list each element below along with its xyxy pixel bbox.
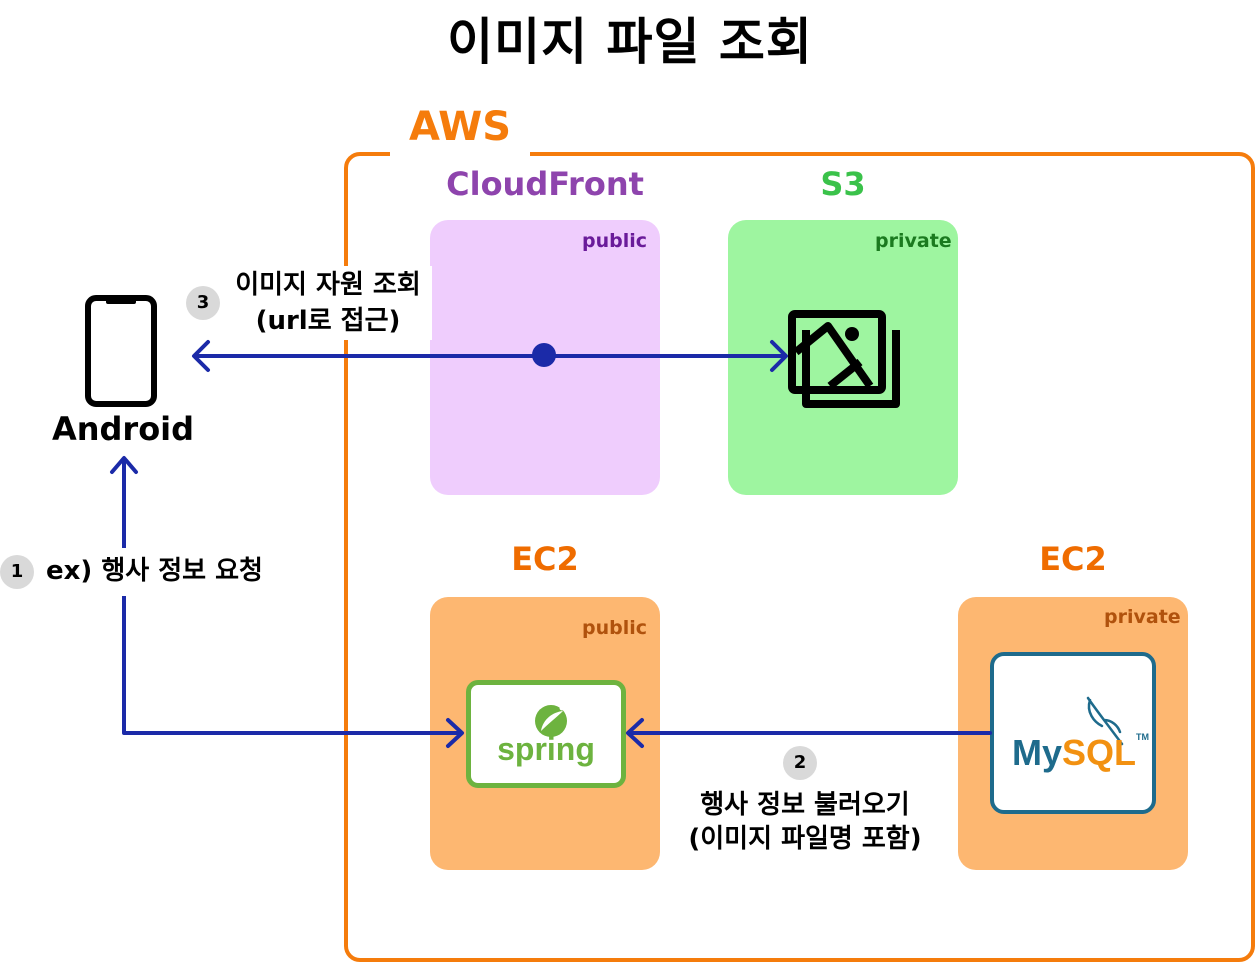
ec2-db-label: EC2 bbox=[1039, 540, 1107, 578]
smartphone-icon bbox=[85, 295, 157, 407]
step3-line1: 이미지 자원 조회 bbox=[235, 270, 421, 300]
image-stack-icon bbox=[788, 310, 900, 408]
cloudfront-node bbox=[532, 343, 556, 367]
spring-logo: spring bbox=[466, 680, 626, 788]
step2-line1: 행사 정보 불러오기 bbox=[700, 790, 910, 820]
arrow-image-fetch bbox=[192, 340, 788, 372]
step3-note-background bbox=[224, 266, 432, 340]
step3-badge: 3 bbox=[186, 286, 220, 320]
spring-leaf-icon bbox=[535, 705, 567, 737]
step1-text: ex) 행사 정보 요청 bbox=[46, 556, 263, 586]
step3-line2: (url로 접근) bbox=[255, 306, 401, 336]
step2-line2: (이미지 파일명 포함) bbox=[688, 824, 922, 854]
aws-boundary bbox=[344, 152, 1255, 962]
cloudfront-visibility-tag: public bbox=[582, 230, 648, 252]
step2-badge: 2 bbox=[783, 746, 817, 780]
step1-badge: 1 bbox=[0, 555, 34, 589]
arrow-request-path bbox=[110, 456, 464, 748]
ec2-app-label: EC2 bbox=[511, 540, 579, 578]
page-title: 이미지 파일 조회 bbox=[447, 13, 813, 71]
ec2-db-visibility-tag: private bbox=[1104, 606, 1181, 628]
aws-label-background bbox=[390, 100, 530, 160]
arrow-db-to-app bbox=[626, 718, 992, 748]
ec2-app-visibility-tag: public bbox=[582, 617, 648, 639]
step1-note-background bbox=[40, 548, 310, 596]
cloudfront-label: CloudFront bbox=[446, 165, 644, 203]
s3-visibility-tag: private bbox=[875, 230, 952, 252]
mysql-trademark: TM bbox=[1136, 732, 1150, 742]
mysql-logo-text-my: My bbox=[1012, 732, 1063, 773]
android-label: Android bbox=[51, 410, 195, 448]
mysql-dolphin-icon bbox=[1086, 696, 1124, 746]
aws-label: AWS bbox=[408, 104, 512, 150]
spring-logo-text: spring bbox=[497, 731, 595, 767]
mysql-logo-text-sql: SQL bbox=[1062, 732, 1137, 773]
s3-label: S3 bbox=[820, 165, 866, 203]
mysql-logo-text: MySQLTM bbox=[1012, 732, 1149, 774]
